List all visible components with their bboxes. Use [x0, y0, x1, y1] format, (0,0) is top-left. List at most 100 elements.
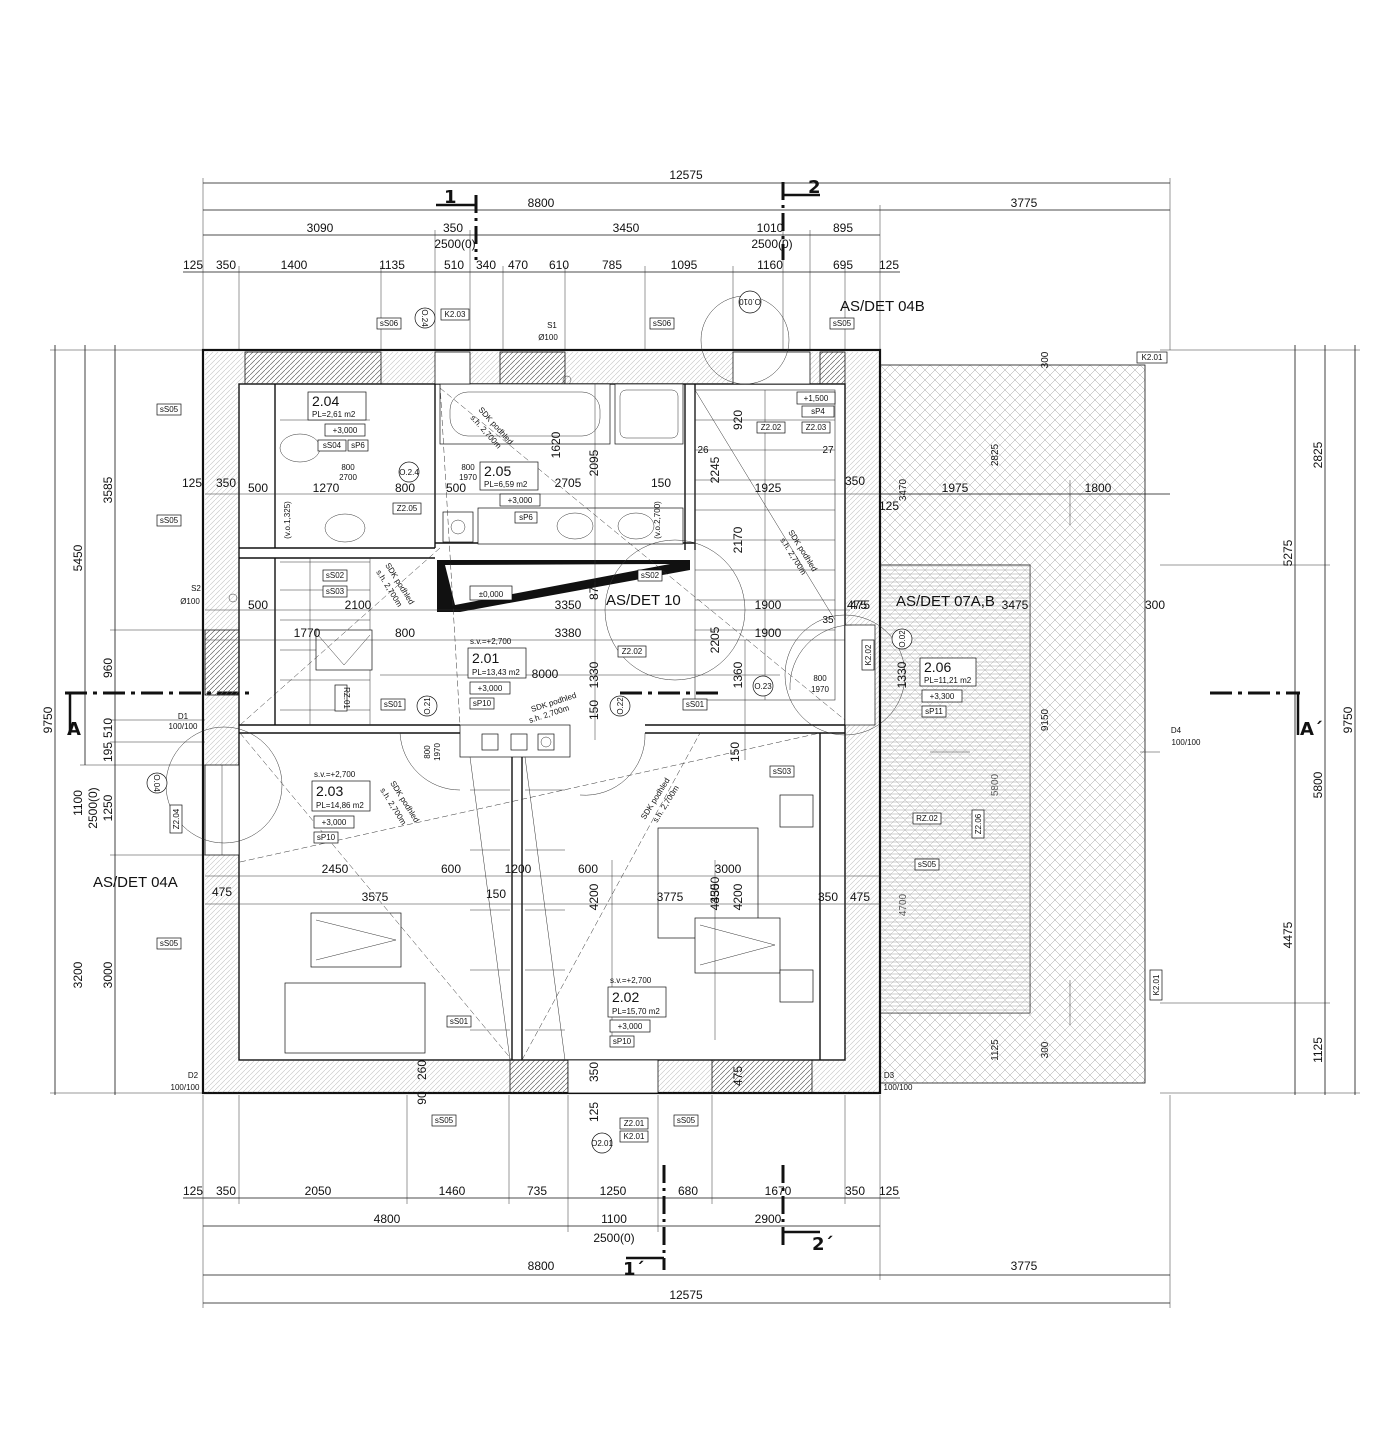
tag-ss06: sS06	[380, 319, 399, 328]
idim-51: 90	[415, 1091, 429, 1105]
idim-14: 1900	[755, 598, 782, 612]
dim-b1-3: 1460	[439, 1184, 466, 1198]
room-tag: sS04	[323, 441, 342, 450]
idim-41: 875	[587, 580, 601, 600]
idim-58: 475	[850, 598, 870, 612]
room-level: +3,000	[322, 818, 347, 827]
dim-r4-0: 125	[183, 258, 203, 272]
idim-30: 350	[818, 890, 838, 904]
section-label-a-prime: A´	[1300, 719, 1323, 740]
idim-53: 125	[587, 1102, 601, 1122]
right-dimension-chains	[1160, 345, 1360, 1095]
tag-ss05: sS05	[160, 939, 179, 948]
tag-z204: Z2.04	[172, 808, 181, 829]
room-2-01: s.v.=+2,700 2.01 PL=13,43 m2 +3,000 sP10	[467, 637, 527, 710]
idim-20: 8000	[532, 667, 559, 681]
stair-shaft	[469, 756, 566, 1061]
room-number: 2.06	[924, 659, 951, 675]
tag-o021: O.21	[423, 697, 432, 715]
dim-top-row3-2: 3450	[613, 221, 640, 235]
door-width: 800	[461, 463, 475, 472]
section-marker-1-bottom: 1´	[623, 1165, 666, 1280]
idim-52: 475	[731, 1066, 745, 1086]
room-area: PL=15,70 m2	[612, 1007, 660, 1016]
room-number: 2.01	[472, 650, 499, 666]
idim-31: 475	[850, 890, 870, 904]
idim-15: 475	[847, 598, 867, 612]
tag-o023: O.23	[754, 682, 772, 691]
dim-right-outer: 9750	[1341, 706, 1355, 733]
tag-ss01: sS01	[384, 700, 403, 709]
room-2-05: 2.05 PL=6,59 m2 +3,000 sP6	[479, 461, 541, 524]
tag-ss01: sS01	[450, 1017, 469, 1026]
section-label-2: 2	[808, 177, 821, 198]
dim-left-b3: 195	[101, 742, 115, 762]
room-number: 2.04	[312, 393, 339, 409]
tag-k202: K2.02	[864, 644, 873, 665]
window-bottom	[567, 1059, 659, 1094]
tag-z201: Z2.01	[624, 1119, 645, 1128]
tag-o010: O.010	[739, 297, 761, 306]
room-number: 2.02	[612, 989, 639, 1005]
dim-top-sub-b: 2500(0)	[751, 237, 792, 251]
room-area: PL=6,59 m2	[484, 480, 528, 489]
idim-50: 260	[415, 1060, 429, 1080]
idim-28: 150	[486, 887, 506, 901]
window-top-right	[732, 351, 811, 385]
dim-bottom-right: 3775	[1011, 1259, 1038, 1273]
bed-2-03	[284, 912, 426, 1054]
dim-bottom-total: 12575	[669, 1288, 703, 1302]
tag-z206: Z2.06	[974, 813, 983, 834]
dim-r4-9: 1095	[671, 258, 698, 272]
idim-25: 3000	[715, 862, 742, 876]
tag-vo2: (v.o.2,700)	[653, 501, 662, 539]
tag-ss06: sS06	[653, 319, 672, 328]
room-2-03: s.v.=+2,700 2.03 PL=14,86 m2 +3,000 sP10	[311, 770, 371, 844]
staircase	[694, 389, 836, 701]
d4-size: 100/100	[1172, 738, 1201, 747]
idim-36: 920	[731, 410, 745, 430]
idim-4: 800	[395, 481, 415, 495]
dim-left-b5: 3200	[71, 961, 85, 988]
room-number: 2.05	[484, 463, 511, 479]
idim-60: 4350	[708, 883, 722, 910]
tag-z202: Z2.02	[622, 647, 643, 656]
dim-left-a0: 5450	[71, 544, 85, 571]
d1-size: 100/100	[169, 722, 198, 731]
terrace-area	[879, 364, 1170, 1084]
dim-bottom-row1: 125 350 2050 1460 735 1250 680 1670 350 …	[183, 1184, 899, 1198]
tag-o204: O.04	[152, 774, 161, 792]
room-level: +3,000	[333, 426, 358, 435]
dim-top-sub-a: 2500(0)	[434, 237, 475, 251]
detail-ref-04a: AS/DET 04A	[93, 874, 178, 891]
idim-3: 1270	[313, 481, 340, 495]
dim-left-b1: 960	[101, 658, 115, 678]
tag-level-1500: +1,500	[804, 394, 829, 403]
dim-r4-12: 125	[879, 258, 899, 272]
tag-vo: (v.o.1,325)	[283, 501, 292, 539]
washbasins	[442, 507, 684, 545]
tag-k201: K2.01	[1142, 353, 1163, 362]
bathtub	[439, 383, 611, 445]
dim-right-a0: 2825	[1311, 441, 1325, 468]
dim-left-outer: 9750	[41, 706, 55, 733]
tag-sp4: sP4	[811, 407, 825, 416]
tag-ss03: sS03	[326, 587, 345, 596]
tag-rz02: RZ.02	[916, 814, 938, 823]
door-width: 800	[813, 674, 827, 683]
room-area: PL=11,21 m2	[924, 676, 972, 685]
tag-k201: K2.01	[1152, 974, 1161, 995]
idim-32: 1975	[942, 481, 969, 495]
idim-10: 125	[879, 499, 899, 513]
dim-r4-11: 695	[833, 258, 853, 272]
idim-24: 600	[578, 862, 598, 876]
dim-bottom-main: 8800	[528, 1259, 555, 1273]
idim-11: 500	[248, 598, 268, 612]
dim-right-a3: 4475	[1281, 921, 1295, 948]
idim-48: 4200	[731, 883, 745, 910]
dim-top-right: 3775	[1011, 196, 1038, 210]
tag-ss01: sS01	[686, 700, 705, 709]
detail-ref-07ab: AS/DET 07A,B	[896, 593, 995, 610]
idim-37: 1620	[549, 431, 563, 458]
